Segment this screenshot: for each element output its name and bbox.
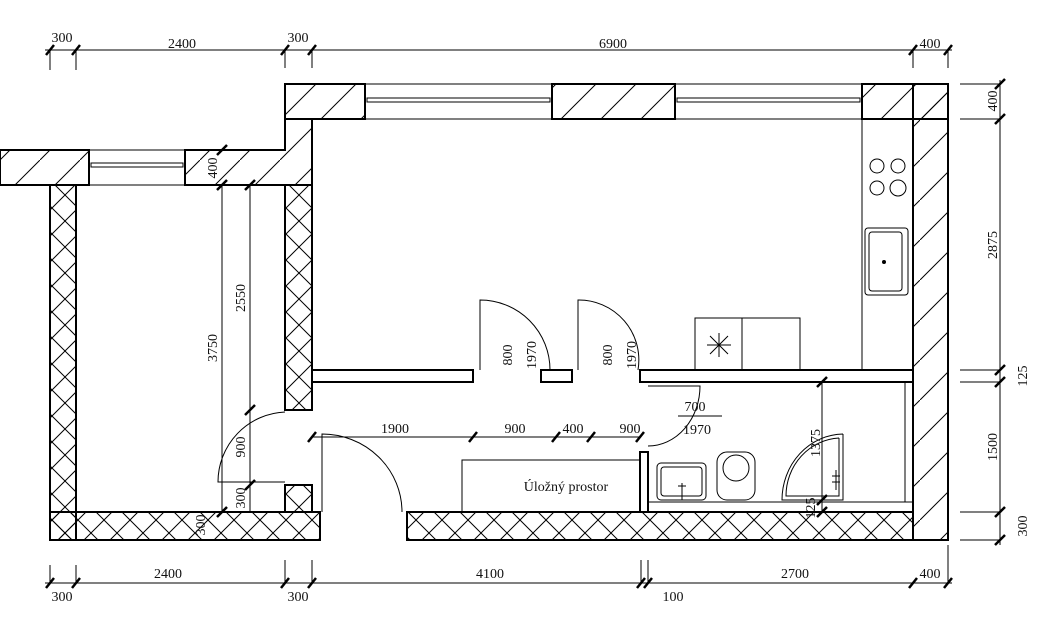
dimension-label: 400 bbox=[206, 158, 221, 179]
dimension-label: 100 bbox=[663, 590, 684, 605]
dimension-label: 1970 bbox=[625, 341, 640, 369]
appliance-icon bbox=[707, 333, 731, 357]
dimension-label: 300 bbox=[1016, 516, 1031, 537]
storage-label: Úložný prostor bbox=[524, 478, 609, 495]
dimension-label: 300 bbox=[234, 488, 249, 509]
dimension-label: 1970 bbox=[683, 423, 711, 438]
kitchen-sink-icon bbox=[864, 227, 909, 296]
dimension-labels: 300 2400 300 6900 400 2400 4100 2700 400… bbox=[52, 31, 1032, 605]
dimension-label: 800 bbox=[601, 345, 616, 366]
dimension-label: 3750 bbox=[206, 334, 221, 362]
shower bbox=[781, 433, 844, 501]
dimension-label: 2400 bbox=[154, 567, 182, 582]
dimension-label: 400 bbox=[920, 567, 941, 582]
dimension-label: 400 bbox=[986, 91, 1001, 112]
cooktop-icon bbox=[869, 158, 907, 197]
dimension-label: 125 bbox=[1016, 366, 1031, 387]
dimension-label: 2875 bbox=[986, 231, 1001, 259]
dimension-label: 1500 bbox=[986, 433, 1001, 461]
dimension-label: 300 bbox=[52, 31, 73, 46]
dimension-label: 800 bbox=[501, 345, 516, 366]
dimension-label: 2550 bbox=[234, 284, 249, 312]
toilet bbox=[716, 451, 756, 501]
dimension-label: 125 bbox=[804, 498, 819, 519]
dimension-label: 2400 bbox=[168, 37, 196, 52]
dimension-label: 900 bbox=[505, 422, 526, 437]
windows bbox=[88, 83, 863, 186]
storage-box bbox=[461, 459, 641, 513]
dimension-label: 1900 bbox=[381, 422, 409, 437]
dimension-label: 900 bbox=[620, 422, 641, 437]
dimension-label: 2700 bbox=[781, 567, 809, 582]
door-swings[interactable] bbox=[217, 299, 701, 513]
dimension-label: 400 bbox=[920, 37, 941, 52]
dimension-label: 400 bbox=[563, 422, 584, 437]
dimension-label: 6900 bbox=[599, 37, 627, 52]
exterior-walls bbox=[0, 83, 949, 541]
dimension-label: 4100 bbox=[476, 567, 504, 582]
dimension-label: 1970 bbox=[525, 341, 540, 369]
dimension-label: 900 bbox=[234, 437, 249, 458]
bathroom-fixtures bbox=[656, 433, 844, 501]
dimension-lines bbox=[45, 44, 1006, 589]
dimension-label: 300 bbox=[194, 515, 209, 536]
interior-walls bbox=[49, 184, 914, 541]
dimension-label: 700 bbox=[685, 400, 706, 415]
dimension-label: 300 bbox=[52, 590, 73, 605]
kitchen-counter bbox=[694, 118, 914, 371]
dimension-label: 300 bbox=[288, 590, 309, 605]
dimension-label: 300 bbox=[288, 31, 309, 46]
dimension-label: 1375 bbox=[809, 429, 824, 457]
